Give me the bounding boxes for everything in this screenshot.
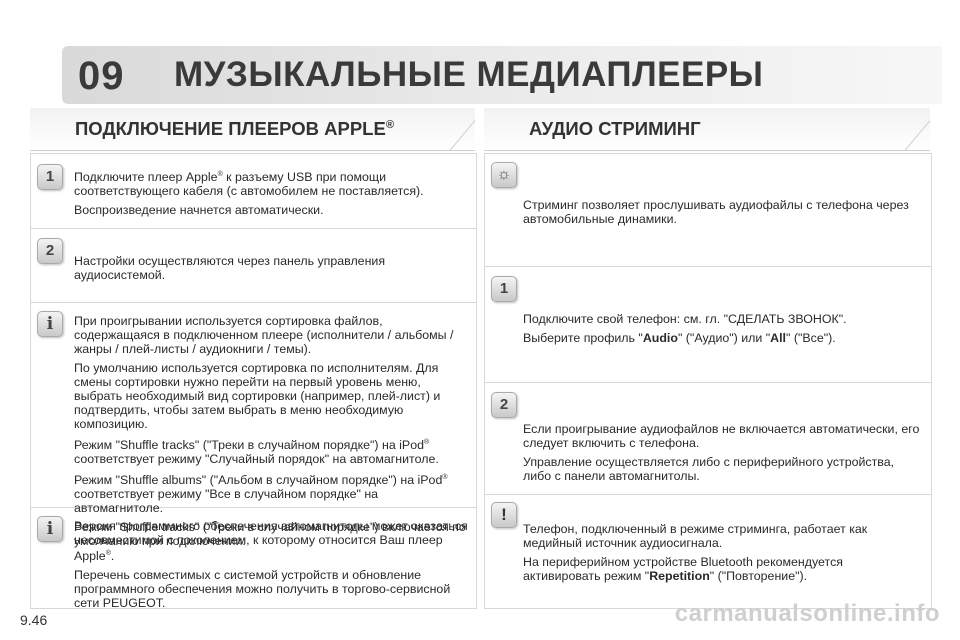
list-item: 2 Настройки осуществляются через панель …: [31, 228, 476, 303]
chapter-header-band: [62, 46, 942, 104]
streaming-step-1-text: Подключите свой телефон: см. гл. "СДЕЛАТ…: [523, 312, 847, 345]
list-item: 1 Подключите свой телефон: см. гл. "СДЕЛ…: [485, 266, 931, 383]
step-1-badge: 1: [37, 164, 63, 190]
streaming-intro-text: Стриминг позволяет прослушивать аудиофай…: [523, 198, 909, 226]
streaming-panel: ☼ Стриминг позволяет прослушивать аудиоф…: [484, 153, 932, 609]
info-icon: i: [37, 516, 63, 542]
info-compatibility-text: Версия программного обеспечения автомагн…: [74, 519, 468, 611]
section-title-apple: ПОДКЛЮЧЕНИЕ ПЛЕЕРОВ APPLE®: [75, 118, 394, 139]
watermark: carmanualsonline.info: [674, 600, 940, 627]
step-2-badge: 2: [491, 392, 517, 418]
step-2-badge: 2: [37, 238, 63, 264]
chapter-header: 09 МУЗЫКАЛЬНЫЕ МЕДИАПЛЕЕРЫ: [62, 38, 960, 108]
streaming-step-2-text: Если проигрывание аудиофайлов не включае…: [523, 422, 920, 483]
list-item: i При проигрывании используется сортиров…: [31, 302, 476, 548]
step-1-badge: 1: [491, 276, 517, 302]
list-item: 1 Подключите плеер Apple® к разъему USB …: [31, 154, 476, 229]
section-title-streaming: АУДИО СТРИМИНГ: [529, 118, 701, 139]
chapter-number: 09: [78, 54, 125, 98]
info-sorting-text: При проигрывании используется сортировка…: [74, 314, 466, 549]
step-1-text: Подключите плеер Apple® к разъему USB пр…: [74, 170, 424, 218]
streaming-warning-text: Телефон, подключенный в режиме стриминга…: [523, 522, 868, 583]
list-item: ☼ Стриминг позволяет прослушивать аудиоф…: [485, 154, 931, 267]
chapter-title: МУЗЫКАЛЬНЫЕ МЕДИАПЛЕЕРЫ: [174, 55, 764, 94]
step-2-text: Настройки осуществляются через панель уп…: [74, 254, 386, 282]
warning-icon: !: [491, 502, 517, 528]
sun-icon: ☼: [491, 162, 517, 188]
list-item: 2 Если проигрывание аудиофайлов не включ…: [485, 382, 931, 495]
section-header-streaming: АУДИО СТРИМИНГ: [484, 108, 930, 151]
page-number: 9.46: [20, 612, 48, 628]
section-header-apple: ПОДКЛЮЧЕНИЕ ПЛЕЕРОВ APPLE®: [30, 108, 475, 151]
info-icon: i: [37, 311, 63, 337]
list-item: ! Телефон, подключенный в режиме стримин…: [485, 494, 931, 608]
list-item: i Версия программного обеспечения автома…: [31, 507, 476, 610]
apple-panel: 1 Подключите плеер Apple® к разъему USB …: [30, 153, 477, 610]
